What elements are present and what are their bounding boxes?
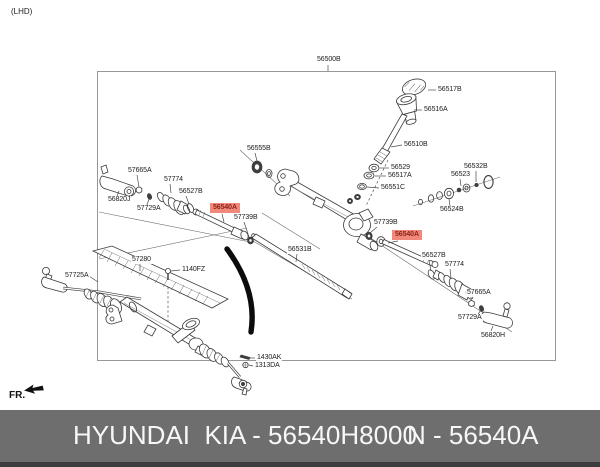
part-label-56531b[interactable]: 56531B [287, 246, 313, 254]
leader-line-1140fz [170, 269, 181, 272]
diagram-frame [97, 71, 556, 361]
part-label-57729a[interactable]: 57729A [457, 314, 483, 322]
leader-line-56527b [428, 259, 432, 272]
leader-line-57729a [146, 198, 150, 206]
leader-line-57739b [369, 226, 378, 234]
assembled-steering-gear [41, 266, 252, 396]
footer-diagram-ref-number: N - 56540A [407, 420, 539, 450]
part-label-57729a[interactable]: 57729A [136, 205, 162, 213]
heat-protector-plate [91, 245, 229, 309]
leader-line-56820h [490, 325, 494, 332]
part-label-57280[interactable]: 57280 [131, 256, 152, 264]
part-label-57739b[interactable]: 57739B [233, 214, 259, 222]
front-direction-arrow-icon [24, 384, 44, 394]
part-label-57665a[interactable]: 57665A [466, 289, 492, 297]
left-tie-rod-parts [99, 164, 254, 245]
part-label-56510b[interactable]: 56510B [403, 141, 429, 149]
part-label-56555b[interactable]: 56555B [246, 145, 272, 153]
part-label-56529[interactable]: 56529 [390, 164, 411, 172]
part-label-56517b[interactable]: 56517B [437, 86, 463, 94]
part-label-57665a[interactable]: 57665A [127, 167, 153, 175]
leader-line-56540a [387, 240, 399, 244]
part-label-57739b[interactable]: 57739B [373, 219, 399, 227]
part-label-56516a[interactable]: 56516A [423, 106, 449, 114]
part-label-56517a[interactable]: 56517A [387, 172, 413, 180]
mounting-bushing-parts [251, 160, 273, 178]
part-label-1313da[interactable]: 1313DA [254, 362, 281, 370]
leader-line-57665a [136, 174, 140, 188]
leader-line-56510b [390, 144, 403, 148]
leader-line-57725a [88, 275, 99, 283]
part-label-57774[interactable]: 57774 [163, 176, 184, 184]
leader-line-1313da [248, 364, 254, 367]
part-label-56820j[interactable]: 56820J [107, 196, 132, 204]
gear-housing [274, 168, 379, 252]
part-label-56500b[interactable]: 56500B [316, 56, 342, 64]
part-label-56527b[interactable]: 56527B [421, 252, 447, 260]
part-label-56532b[interactable]: 56532B [463, 163, 489, 171]
leader-line-56555b [254, 152, 258, 162]
part-label-56540a[interactable]: 56540A [210, 203, 240, 213]
leader-line-56531b [295, 253, 298, 263]
leader-line-56527b [185, 195, 190, 205]
fr-marker: FR. [9, 390, 26, 401]
footer-bar [0, 410, 600, 467]
part-label-56523[interactable]: 56523 [450, 171, 471, 179]
part-label-1430ak[interactable]: 1430AK [256, 354, 283, 362]
part-label-56527b[interactable]: 56527B [178, 188, 204, 196]
leader-line-56523 [459, 178, 462, 187]
leader-line-57774 [169, 183, 172, 194]
steering-column-parts [354, 78, 427, 200]
leader-line-57774 [449, 268, 452, 279]
part-label-57774[interactable]: 57774 [444, 261, 465, 269]
part-label-56820h[interactable]: 56820H [480, 332, 506, 340]
swoosh-curve [224, 246, 255, 335]
leader-line-56551c [366, 186, 380, 189]
part-label-56524b[interactable]: 56524B [439, 206, 465, 214]
leader-lines [88, 65, 494, 367]
part-label-1140fz[interactable]: 1140FZ [181, 266, 207, 274]
footer-maker-part-number: HYUNDAI KIA - 56540H8000 [73, 420, 417, 450]
lhd-marker: (LHD) [11, 7, 33, 16]
leader-line-56820j [116, 190, 120, 197]
rack-bar [251, 233, 353, 300]
leader-line-56540a [221, 213, 225, 223]
leader-line-56524b [448, 198, 451, 207]
part-label-57725a[interactable]: 57725A [64, 272, 90, 280]
part-label-56540a[interactable]: 56540A [392, 230, 422, 240]
leader-line-57739b [243, 221, 250, 238]
part-label-56551c[interactable]: 56551C [380, 184, 406, 192]
